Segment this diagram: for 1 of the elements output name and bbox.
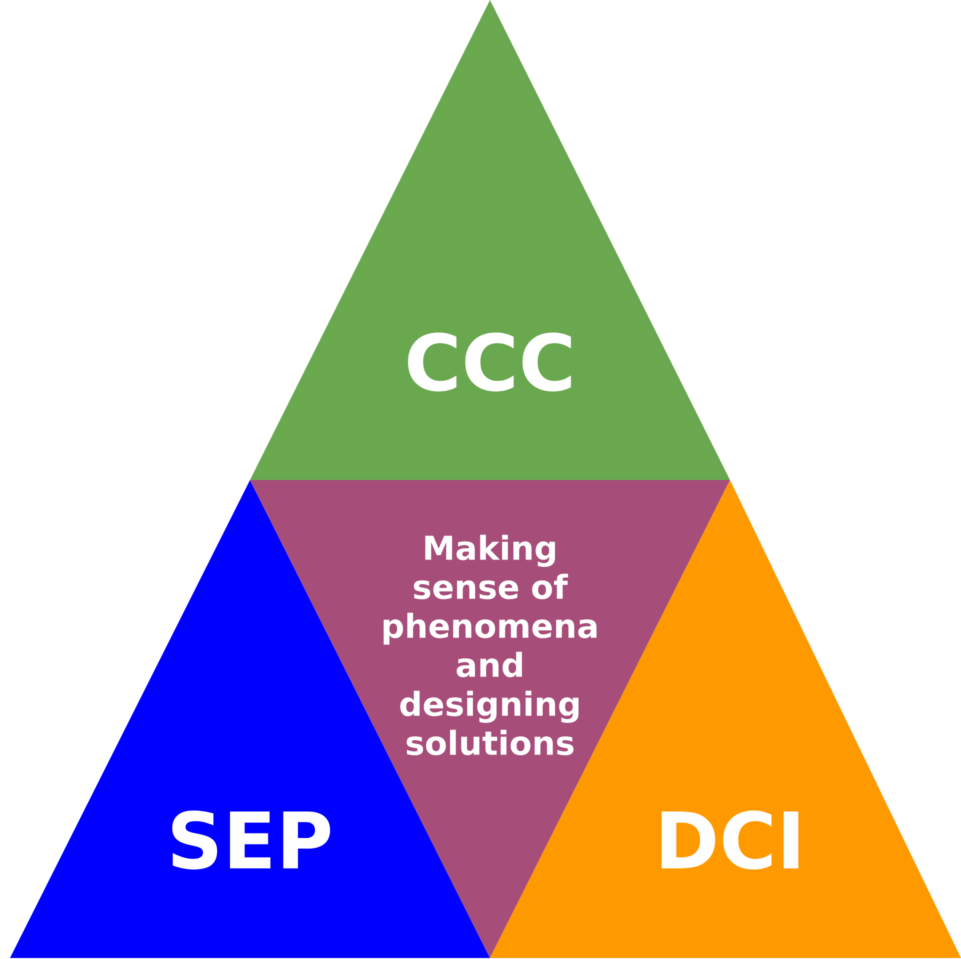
triangle: CCC (250, 0, 730, 480)
